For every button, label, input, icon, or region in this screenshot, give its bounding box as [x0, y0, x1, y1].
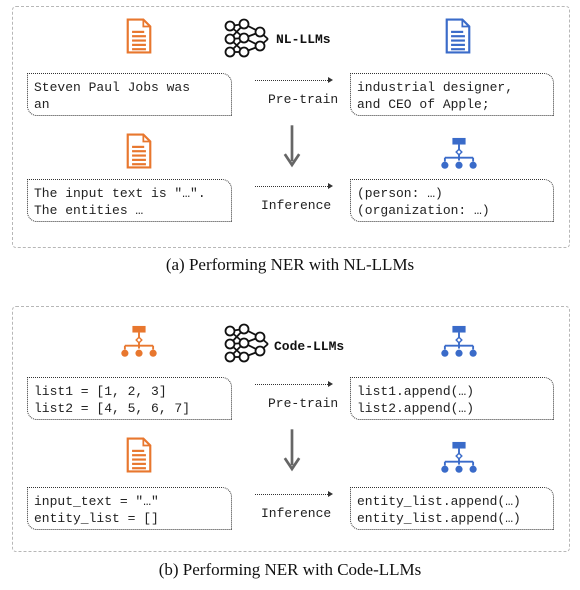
pretrain-label: Pre-train [268, 396, 339, 411]
caption-a: (a) Performing NER with NL-LLMs [165, 255, 415, 274]
pretrain-input-box: Steven Paul Jobs was an [27, 73, 232, 116]
inference-label: Inference [261, 506, 332, 521]
document-icon [126, 133, 152, 169]
document-icon [126, 437, 152, 473]
inference-output-box: (person: …) (organization: …) [350, 179, 554, 222]
down-arrow-icon [283, 427, 301, 473]
document-icon [126, 18, 152, 54]
pretrain-input-box: list1 = [1, 2, 3] list2 = [4, 5, 6, 7] [27, 377, 232, 420]
inference-input-box: input_text = "…" entity_list = [] [27, 487, 232, 530]
caption-b: (b) Performing NER with Code-LLMs [158, 560, 422, 579]
tree-structure-icon [440, 441, 478, 473]
inference-label: Inference [261, 198, 332, 213]
down-arrow-icon [283, 123, 301, 169]
document-icon [445, 18, 471, 54]
inference-arrow [255, 183, 333, 189]
pretrain-output-box: list1.append(…) list2.append(…) [350, 377, 554, 420]
tree-structure-icon [440, 137, 478, 169]
panel-nl-llms [12, 6, 570, 248]
tree-structure-icon [440, 325, 478, 357]
tree-structure-icon [120, 325, 158, 357]
neural-network-icon [222, 18, 272, 60]
pretrain-arrow [255, 381, 333, 387]
neural-network-icon [222, 323, 272, 365]
model-label: NL-LLMs [276, 32, 331, 47]
pretrain-output-box: industrial designer, and CEO of Apple; [350, 73, 554, 116]
panel-code-llms [12, 306, 570, 552]
inference-input-box: The input text is "…". The entities … [27, 179, 232, 222]
model-label: Code-LLMs [274, 339, 345, 354]
pretrain-arrow [255, 77, 333, 83]
pretrain-label: Pre-train [268, 92, 339, 107]
inference-arrow [255, 491, 333, 497]
inference-output-box: entity_list.append(…) entity_list.append… [350, 487, 554, 530]
